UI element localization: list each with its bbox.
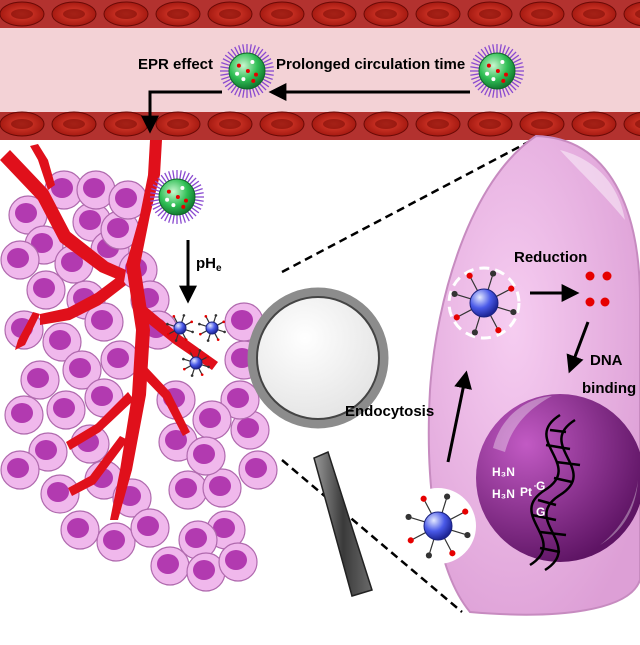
endocytosis-label: Endocytosis xyxy=(345,403,434,420)
tumor-cell xyxy=(100,210,140,250)
pt-amine-1: H₃N xyxy=(492,465,515,479)
rbc-icon xyxy=(155,111,201,137)
rbc-icon xyxy=(415,111,461,137)
rbc-icon xyxy=(51,111,97,137)
rbc-row-bottom xyxy=(0,111,640,137)
nanoparticle-icon xyxy=(150,170,204,224)
tumor-cell xyxy=(60,510,100,550)
rbc-icon xyxy=(0,111,45,137)
magnifier-icon xyxy=(247,287,389,597)
rbc-icon xyxy=(0,1,45,27)
tumor-cell xyxy=(62,350,102,390)
tumor-cell xyxy=(186,436,226,476)
rbc-icon xyxy=(363,1,409,27)
epr-effect-label: EPR effect xyxy=(138,56,213,73)
rbc-icon xyxy=(467,111,513,137)
rbc-icon xyxy=(363,111,409,137)
micelle-icon xyxy=(451,270,517,336)
zoom-line-top xyxy=(281,136,537,274)
tumor-cell xyxy=(0,240,40,280)
guanine-2: G xyxy=(536,505,545,519)
pt-complex: H₃N H₃N Pt G G xyxy=(492,465,545,519)
endocytosis-arrow-icon xyxy=(446,370,472,463)
tumor-cell xyxy=(0,450,40,490)
rbc-icon xyxy=(571,111,617,137)
phe-label: pHe xyxy=(196,255,222,274)
pt-amine-2: H₃N xyxy=(492,487,515,501)
rbc-icon xyxy=(623,111,640,137)
tumor-cell xyxy=(130,508,170,548)
tumor-cell xyxy=(192,400,232,440)
rbc-icon xyxy=(467,1,513,27)
rbc-icon xyxy=(623,1,640,27)
rbc-icon xyxy=(519,1,565,27)
tumor-cell xyxy=(4,395,44,435)
nanoparticle-icon xyxy=(220,44,274,98)
tumor-cell xyxy=(100,340,140,380)
tumor-cell xyxy=(186,552,226,592)
tumor-cell xyxy=(76,170,116,210)
rbc-icon xyxy=(51,1,97,27)
tumor-cell xyxy=(46,390,86,430)
binding-label: binding xyxy=(582,380,636,397)
rbc-row-top xyxy=(0,1,640,27)
tumor-cell xyxy=(20,360,60,400)
guanine-1: G xyxy=(536,479,545,493)
tumor-cell xyxy=(202,468,242,508)
blood-vessel xyxy=(0,0,640,140)
zoom-line-bottom xyxy=(281,459,463,613)
tumor-cell xyxy=(96,522,136,562)
rbc-icon xyxy=(103,111,149,137)
tumor-cell xyxy=(150,546,190,586)
released-drug-dots xyxy=(585,271,612,307)
dna-label: DNA xyxy=(590,352,623,369)
micelle-icon xyxy=(405,493,471,559)
epr-arrow-icon xyxy=(141,90,222,134)
tumor-cell xyxy=(40,474,80,514)
micelle-icon xyxy=(198,314,226,342)
rbc-icon xyxy=(207,111,253,137)
reduction-label: Reduction xyxy=(514,249,587,266)
tumor-cell xyxy=(220,380,260,420)
rbc-icon xyxy=(415,1,461,27)
dna-binding-arrow-icon xyxy=(566,321,590,374)
pt-symbol: Pt xyxy=(520,485,532,499)
prolonged-circulation-label: Prolonged circulation time xyxy=(276,56,465,73)
tumor-cell xyxy=(28,432,68,472)
tumor-cell xyxy=(218,542,258,582)
endosome-ring xyxy=(447,266,521,340)
tumor-cell xyxy=(168,470,208,510)
tumor-blood-vessel xyxy=(0,140,218,520)
rbc-icon xyxy=(311,111,357,137)
rbc-icon xyxy=(311,1,357,27)
tumor-cell xyxy=(54,244,94,284)
micelle-icon xyxy=(182,349,210,377)
rbc-icon xyxy=(155,1,201,27)
tumor-cell xyxy=(238,450,278,490)
tumor-cell xyxy=(26,270,66,310)
rbc-icon xyxy=(259,1,305,27)
tumor-cell xyxy=(84,302,124,342)
rbc-icon xyxy=(259,111,305,137)
rbc-icon xyxy=(571,1,617,27)
rbc-icon xyxy=(207,1,253,27)
tumor-cell xyxy=(44,170,84,210)
tumor-cell xyxy=(230,410,270,450)
rbc-icon xyxy=(519,111,565,137)
dna-helix-icon xyxy=(529,413,581,572)
rbc-icon xyxy=(103,1,149,27)
tumor-cell xyxy=(108,180,148,220)
tumor-cell xyxy=(178,520,218,560)
tumor-cell xyxy=(42,322,82,362)
nanoparticle-icon xyxy=(470,44,524,98)
micelle-icon xyxy=(166,314,194,342)
